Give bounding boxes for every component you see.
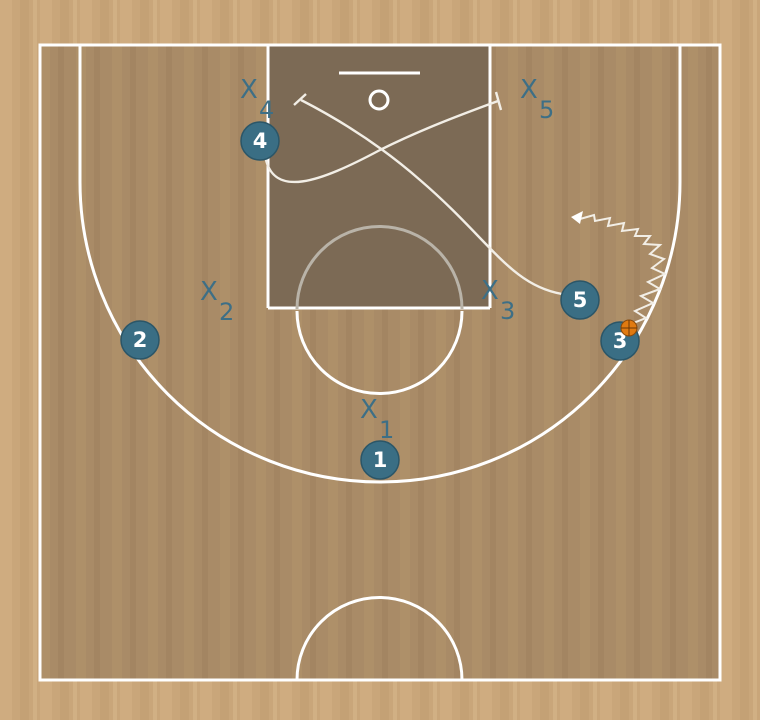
defender-x2: X2 bbox=[200, 277, 234, 326]
player-circle bbox=[240, 121, 280, 161]
defender-letter: X bbox=[360, 395, 378, 425]
player-circle bbox=[120, 320, 160, 360]
play-actions bbox=[263, 91, 668, 326]
defender-letter: X bbox=[481, 276, 499, 306]
defender-number: 5 bbox=[539, 96, 554, 124]
player-1[interactable]: 1 bbox=[360, 440, 400, 480]
player-number: 5 bbox=[573, 288, 588, 312]
offense-players: 1 2 3 4 5 bbox=[120, 121, 640, 480]
boundary-line bbox=[38, 43, 722, 682]
defender-letter: X bbox=[240, 75, 258, 105]
defender-number: 4 bbox=[259, 96, 274, 124]
player-2[interactable]: 2 bbox=[120, 320, 160, 360]
player-number: 1 bbox=[373, 448, 388, 472]
defender-number: 3 bbox=[500, 297, 515, 325]
defender-number: 1 bbox=[379, 416, 394, 444]
defender-x4: X4 bbox=[240, 75, 274, 124]
screen-end-5 bbox=[293, 93, 307, 106]
player-circle bbox=[360, 440, 400, 480]
defender-letter: X bbox=[520, 75, 538, 105]
player-4[interactable]: 4 bbox=[240, 121, 280, 161]
paint-area bbox=[268, 45, 490, 308]
screen-path-4 bbox=[263, 99, 499, 184]
defender-x3: X3 bbox=[481, 276, 515, 325]
dribble-path bbox=[579, 213, 668, 326]
defender-x1: X1 bbox=[360, 395, 394, 444]
defender-letter: X bbox=[200, 277, 218, 307]
screen-end-4 bbox=[494, 91, 503, 111]
dribble-arrow-icon bbox=[571, 211, 583, 224]
free-throw-circle-bottom bbox=[295, 310, 464, 395]
player-number: 3 bbox=[613, 329, 628, 353]
player-circle bbox=[560, 280, 600, 320]
player-3[interactable]: 3 bbox=[600, 319, 640, 361]
screen-path-5 bbox=[300, 98, 563, 296]
player-number: 2 bbox=[133, 328, 148, 352]
player-number: 4 bbox=[253, 129, 268, 153]
center-circle bbox=[295, 596, 464, 681]
player-5[interactable]: 5 bbox=[560, 280, 600, 320]
defender-number: 2 bbox=[219, 298, 234, 326]
three-point-arc bbox=[78, 45, 682, 484]
rim bbox=[368, 89, 390, 111]
free-throw-circle-top bbox=[295, 225, 464, 310]
defender-x5: X5 bbox=[520, 75, 554, 124]
basketball-icon bbox=[620, 319, 638, 337]
court-lines bbox=[38, 43, 722, 682]
